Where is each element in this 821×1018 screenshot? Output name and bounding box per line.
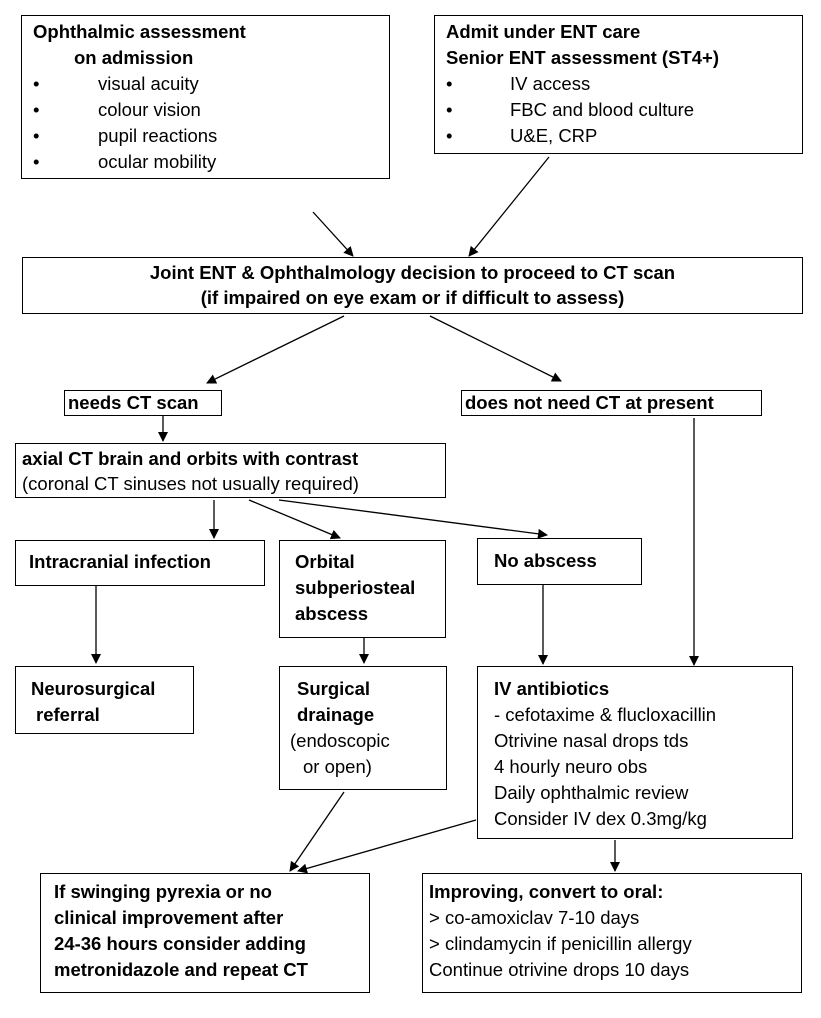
neurosurgical-referral-box: Neurosurgical referral: [15, 666, 194, 734]
swinging-line: 24-36 hours consider adding: [54, 933, 306, 954]
ent-title-1: Admit under ENT care: [446, 21, 641, 42]
neurosurgical-line-2: referral: [36, 704, 100, 725]
iv-antibiotics-line: - cefotaxime & flucloxacillin: [494, 704, 717, 725]
arrow-ophthalmic-to-decision: [312, 211, 354, 257]
swinging-line: metronidazole and repeat CT: [54, 959, 308, 980]
joint-decision-box: Joint ENT & Ophthalmology decision to pr…: [22, 257, 803, 314]
swinging-pyrexia-box: If swinging pyrexia or no clinical impro…: [40, 873, 370, 993]
intracranial-label: Intracranial infection: [29, 551, 211, 572]
surgical-line-3: (endoscopic: [290, 730, 390, 751]
arrow-iv-to-swinging: [297, 819, 477, 874]
joint-decision-line-2: (if impaired on eye exam or if difficult…: [200, 287, 625, 308]
bullet: •: [446, 125, 453, 146]
arrow-axial-to-no-abscess: [278, 499, 548, 539]
ophthalmic-title-2: on admission: [74, 47, 194, 68]
surgical-line-4: or open): [303, 756, 372, 777]
iv-antibiotics-title: IV antibiotics: [494, 678, 610, 699]
arrow-decision-to-no-ct: [429, 315, 562, 382]
swinging-line: If swinging pyrexia or no: [54, 881, 272, 902]
surgical-line-1: Surgical: [297, 678, 370, 699]
ophthalmic-item-label: colour vision: [98, 99, 201, 120]
improving-line: Continue otrivine drops 10 days: [429, 959, 690, 980]
swinging-line: clinical improvement after: [54, 907, 284, 928]
bullet: •: [446, 99, 453, 120]
no-abscess-box: No abscess: [477, 538, 642, 585]
joint-decision-line-1: Joint ENT & Ophthalmology decision to pr…: [149, 262, 676, 283]
improving-oral-box: Improving, convert to oral: > co-amoxicl…: [422, 873, 802, 993]
improving-title: Improving, convert to oral:: [429, 881, 664, 902]
orbital-abscess-box: Orbital subperiosteal abscess: [279, 540, 446, 638]
arrow-axial-to-orbital: [248, 499, 341, 540]
bullet: •: [33, 99, 40, 120]
axial-ct-line-2: (coronal CT sinuses not usually required…: [22, 473, 359, 494]
orbital-line-3: abscess: [295, 603, 369, 624]
bullet: •: [33, 73, 40, 94]
needs-ct-box: needs CT scan: [64, 390, 222, 416]
iv-antibiotics-line: Daily ophthalmic review: [494, 782, 689, 803]
no-ct-label: does not need CT at present: [465, 392, 714, 413]
neurosurgical-line-1: Neurosurgical: [31, 678, 156, 699]
iv-antibiotics-line: Otrivine nasal drops tds: [494, 730, 689, 751]
orbital-line-2: subperiosteal: [295, 577, 416, 598]
ent-item-label: IV access: [510, 73, 591, 94]
improving-line: > co-amoxiclav 7-10 days: [429, 907, 640, 928]
ophthalmic-item-label: ocular mobility: [98, 151, 217, 172]
axial-ct-line-1: axial CT brain and orbits with contrast: [22, 448, 359, 469]
bullet: •: [33, 125, 40, 146]
arrow-ent-to-decision: [468, 156, 550, 257]
ophthalmic-item-label: visual acuity: [98, 73, 199, 94]
ent-title-2: Senior ENT assessment (ST4+): [446, 47, 719, 68]
no-abscess-label: No abscess: [494, 550, 597, 571]
arrow-decision-to-needs-ct: [206, 315, 345, 384]
ophthalmic-item-label: pupil reactions: [98, 125, 218, 146]
surgical-drainage-box: Surgical drainage (endoscopic or open): [279, 666, 447, 790]
ent-item-label: U&E, CRP: [510, 125, 598, 146]
iv-antibiotics-line: Consider IV dex 0.3mg/kg: [494, 808, 707, 829]
surgical-line-2: drainage: [297, 704, 375, 725]
ophthalmic-assessment-box: Ophthalmic assessment on admission • vis…: [21, 15, 390, 179]
bullet: •: [446, 73, 453, 94]
arrow-surgical-to-swinging: [289, 791, 345, 872]
ent-admission-box: Admit under ENT care Senior ENT assessme…: [434, 15, 803, 154]
no-ct-box: does not need CT at present: [461, 390, 762, 416]
iv-antibiotics-box: IV antibiotics - cefotaxime & flucloxaci…: [477, 666, 793, 839]
intracranial-infection-box: Intracranial infection: [15, 540, 265, 586]
needs-ct-label: needs CT scan: [68, 392, 199, 413]
bullet: •: [33, 151, 40, 172]
orbital-line-1: Orbital: [295, 551, 355, 572]
ent-item-label: FBC and blood culture: [510, 99, 695, 120]
iv-antibiotics-line: 4 hourly neuro obs: [494, 756, 648, 777]
axial-ct-box: axial CT brain and orbits with contrast …: [15, 443, 446, 498]
ophthalmic-title-1: Ophthalmic assessment: [33, 21, 246, 42]
improving-line: > clindamycin if penicillin allergy: [429, 933, 692, 954]
